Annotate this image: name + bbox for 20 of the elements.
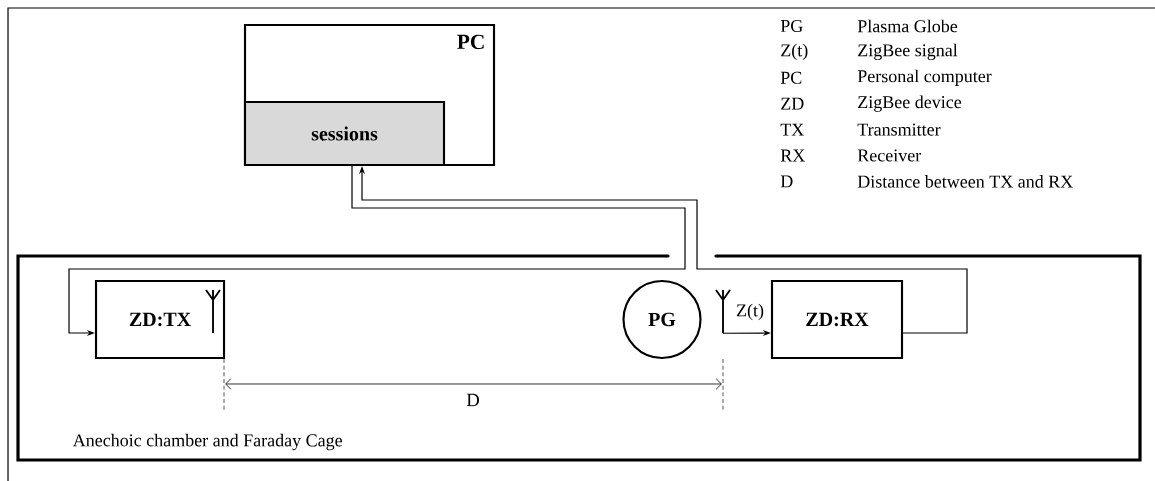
session-box: sessions: [243, 100, 446, 167]
abbreviation-meaning: Transmitter: [857, 123, 941, 136]
abbreviation: PG: [780, 19, 803, 33]
abbreviation-meaning: Receiver: [857, 149, 922, 162]
antenna-icon: [715, 289, 731, 334]
abbreviation: PC: [780, 71, 802, 84]
edge-label: Z(t): [736, 303, 764, 321]
abbreviation-meaning: ZigBee device: [858, 95, 962, 112]
abbreviation-meaning: ZigBee signal: [858, 43, 958, 61]
abbreviation: TX: [780, 123, 804, 136]
dimension-label: D: [466, 393, 479, 407]
abbreviation: ZD: [781, 97, 804, 110]
abbreviation-meaning: Plasma Globe: [857, 19, 958, 33]
abbreviation-meaning: Personal computer: [857, 69, 992, 86]
abbreviation: D: [780, 175, 793, 188]
abbreviation: RX: [780, 149, 805, 162]
device-box: ZD:TX: [94, 279, 226, 360]
abbreviation: Z(t): [781, 43, 808, 61]
abbreviation-meaning: Distance between TX and RX: [857, 175, 1073, 188]
device-box: ZD:RX: [770, 279, 904, 360]
